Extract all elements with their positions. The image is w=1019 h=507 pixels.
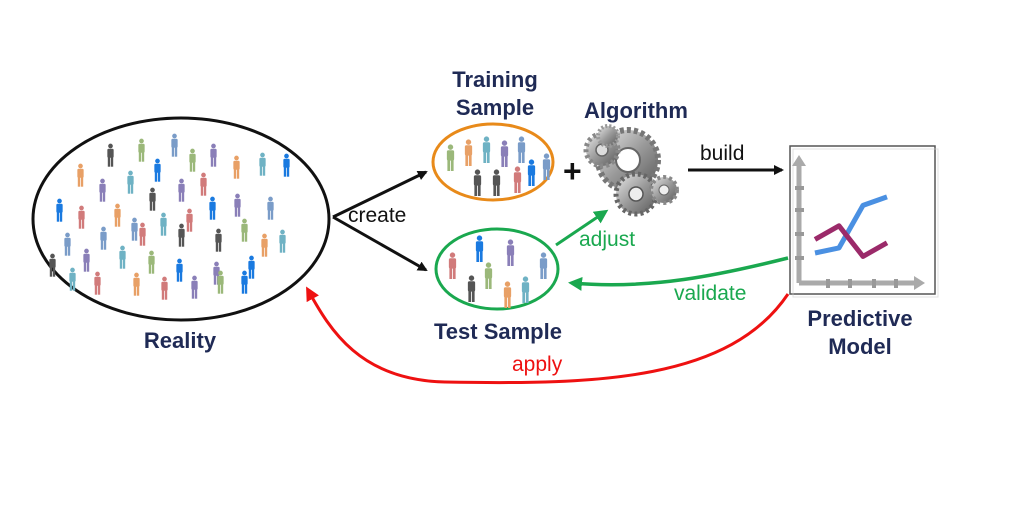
test-sample-label: Test Sample xyxy=(434,319,562,344)
create-arrow-down xyxy=(332,215,428,272)
training-sample-label-line2: Sample xyxy=(455,95,535,120)
create-label: create xyxy=(348,204,407,227)
predictive-model-label-line1: Predictive xyxy=(807,306,913,331)
predictive-model-chart xyxy=(789,145,939,298)
chart-line-blue xyxy=(814,194,888,256)
gears-icon xyxy=(583,124,679,217)
create-arrow-up xyxy=(332,170,428,219)
apply-label: apply xyxy=(512,353,563,376)
validate-label: validate xyxy=(674,282,747,305)
adjust-arrow xyxy=(555,209,609,247)
reality-ellipse xyxy=(31,116,331,322)
build-label: build xyxy=(700,142,745,165)
validate-arrow xyxy=(568,256,789,291)
adjust-label: adjust xyxy=(579,228,636,251)
training-sample-label-line1: Training xyxy=(452,67,538,92)
predictive-model-label: Predictive Model xyxy=(785,305,935,361)
chart-line-purple xyxy=(813,223,889,259)
algorithm-label: Algorithm xyxy=(584,98,688,123)
apply-arrow xyxy=(306,286,790,385)
predictive-model-label-line2: Model xyxy=(828,334,892,359)
training-sample-label: Training Sample xyxy=(430,66,560,122)
plus-sign: + xyxy=(563,153,582,189)
chart-axes xyxy=(792,155,925,290)
reality-label: Reality xyxy=(143,328,217,353)
